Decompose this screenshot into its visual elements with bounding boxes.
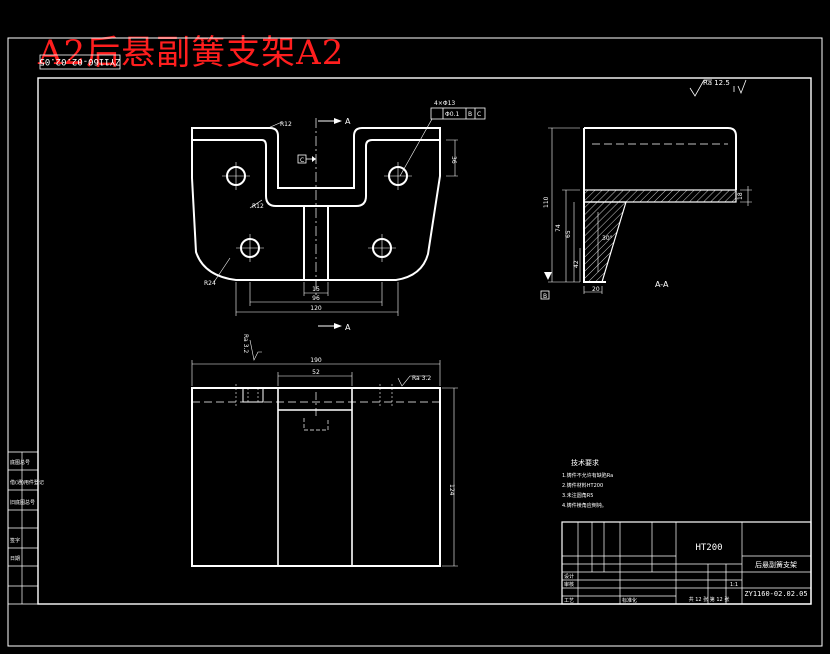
svg-text:190: 190: [310, 357, 322, 364]
svg-text:Ra 12.5: Ra 12.5: [703, 79, 730, 87]
part-name-label: 后悬副簧支架: [755, 560, 797, 569]
svg-text:R12: R12: [280, 121, 292, 128]
svg-text:B: B: [543, 293, 547, 300]
svg-text:A-A: A-A: [655, 280, 669, 289]
top-view-labels: 190 52 124 Ra 3.2 Ra 3.2: [242, 334, 455, 496]
top-view: [191, 339, 458, 567]
svg-text:底图总号: 底图总号: [10, 459, 30, 466]
section-view-labels: 110 74 65 42 18 20 30° B A-A: [543, 192, 744, 300]
svg-text:1:1: 1:1: [730, 582, 738, 588]
svg-text:15: 15: [312, 286, 320, 293]
svg-text:4.铸件棱角应倒钝。: 4.铸件棱角应倒钝。: [562, 502, 607, 509]
svg-text:R12: R12: [252, 203, 264, 210]
front-view-labels: A A C 4×Φ13 Φ0.1 B C R12 R12 R24 36 15 9…: [204, 100, 481, 332]
svg-text:52: 52: [312, 369, 320, 376]
svg-text:B: B: [468, 111, 472, 118]
drawing-number-label: ZY1160-02.02.05: [744, 590, 807, 598]
svg-text:3.未注圆角R5: 3.未注圆角R5: [562, 492, 593, 499]
svg-text:2.铸件材料HT200: 2.铸件材料HT200: [562, 482, 603, 489]
svg-text:借(通)用件登记: 借(通)用件登记: [10, 479, 44, 486]
rotated-code-box: ZY1160-02.02.05: [39, 54, 121, 70]
svg-text:ZY1160-02.02.05: ZY1160-02.02.05: [39, 56, 120, 66]
roughness-symbol: Ra 12.5: [689, 79, 747, 97]
technical-requirements: 技术要求 1.铸件不允许有缺陷Ra 2.铸件材料HT200 3.未注圆角R5 4…: [562, 458, 613, 509]
svg-text:110: 110: [543, 196, 550, 208]
svg-text:30°: 30°: [602, 235, 613, 242]
title-block-labels: HT200 后悬副簧支架 ZY1160-02.02.05 1:1 共 12 张 …: [10, 459, 808, 604]
svg-text:日期: 日期: [10, 556, 20, 562]
section-view: [540, 127, 752, 300]
svg-text:Ra 3.2: Ra 3.2: [412, 375, 431, 382]
svg-text:R24: R24: [204, 280, 216, 287]
svg-text:Φ0.1: Φ0.1: [445, 111, 459, 118]
svg-text:A: A: [345, 117, 351, 126]
svg-text:旧底图总号: 旧底图总号: [10, 499, 35, 506]
svg-text:技术要求: 技术要求: [571, 458, 599, 467]
svg-text:18: 18: [737, 192, 744, 200]
svg-text:标准化: 标准化: [622, 597, 637, 604]
outer-frame: [7, 37, 823, 647]
svg-text:124: 124: [448, 484, 455, 496]
front-view: [191, 107, 486, 329]
inner-frame: [37, 77, 812, 605]
svg-text:共 12 张 第 12 张: 共 12 张 第 12 张: [689, 596, 730, 603]
svg-text:A: A: [345, 323, 351, 332]
svg-text:Ra 3.2: Ra 3.2: [242, 334, 249, 353]
svg-text:C: C: [300, 157, 304, 164]
drawing-title-overlay: A2后悬副簧支架A2: [38, 33, 345, 73]
svg-text:20: 20: [592, 286, 600, 293]
svg-text:4×Φ13: 4×Φ13: [434, 100, 455, 107]
svg-text:120: 120: [310, 305, 322, 312]
svg-text:审核: 审核: [564, 581, 574, 588]
svg-text:设计: 设计: [564, 573, 574, 580]
svg-text:96: 96: [312, 295, 320, 302]
svg-text:36: 36: [450, 156, 457, 164]
svg-text:1.铸件不允许有缺陷Ra: 1.铸件不允许有缺陷Ra: [562, 472, 613, 479]
svg-text:C: C: [477, 111, 481, 118]
svg-text:工艺: 工艺: [564, 598, 574, 604]
svg-text:签字: 签字: [10, 537, 20, 544]
svg-text:65: 65: [565, 230, 572, 238]
svg-text:74: 74: [555, 224, 562, 232]
title-block: [7, 451, 812, 605]
svg-text:42: 42: [573, 260, 580, 268]
material-label: HT200: [695, 543, 722, 553]
